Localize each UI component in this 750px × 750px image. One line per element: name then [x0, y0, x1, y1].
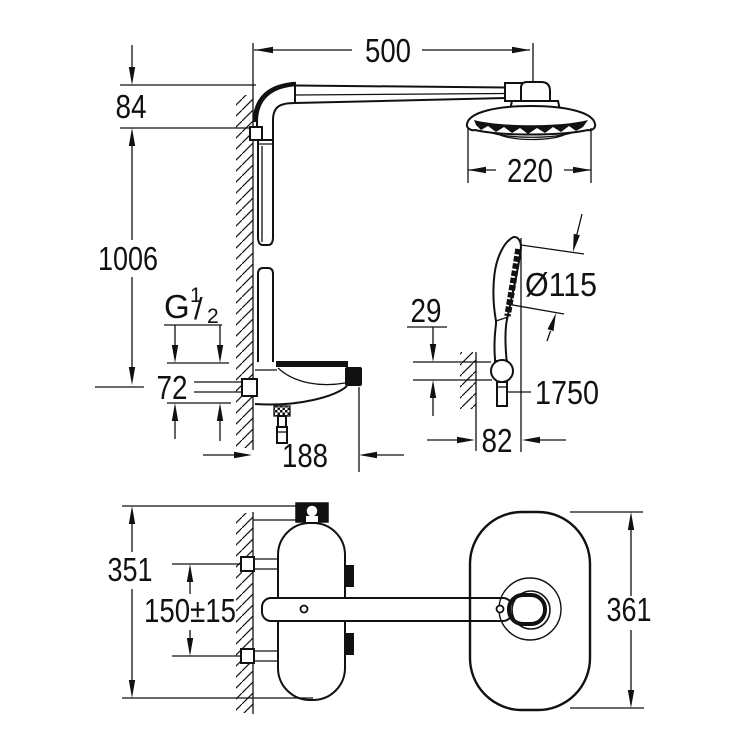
supply-connections: [240, 519, 296, 664]
wall-hatch: [236, 95, 253, 448]
bottom-view: 351 150±15 361: [108, 502, 652, 714]
dim-label-29: 29: [411, 292, 442, 329]
hand-shower-handle: [496, 381, 508, 407]
dim-handshower-diameter-115: Ø115: [506, 213, 597, 342]
bar-screw-left: [299, 604, 309, 614]
knob-tab-bottom: [344, 633, 354, 655]
top-view: 500 84 1006 220 G 1 / 2: [95, 32, 599, 474]
thread-label-sub: 2: [207, 305, 219, 328]
rail-end-cap: [507, 593, 547, 626]
dim-wall-drop-84: 84: [116, 45, 256, 367]
dim-rail-height-1006: 1006: [95, 240, 158, 388]
dim-label-351: 351: [108, 551, 153, 588]
rain-shower-head: [465, 43, 597, 141]
dim-body-height-351: 351: [108, 505, 313, 699]
escutcheon-inner: [511, 590, 551, 630]
dim-hose-length-1750: 1750: [508, 374, 599, 411]
wall-section-bottom: [236, 512, 254, 714]
dim-label-dia115: Ø115: [525, 266, 597, 303]
dim-body-depth-188: 188: [203, 387, 404, 474]
rail-wall-joint: [249, 126, 263, 141]
temperature-knob: [345, 367, 362, 386]
dim-supply-height-72: 72: [157, 362, 231, 441]
bracket-slot: [306, 516, 318, 522]
dim-label-1006: 1006: [98, 240, 158, 277]
dim-holder-depth-82: 82: [427, 422, 566, 459]
hose-outlet: [273, 405, 291, 417]
dim-thread-g-half: G 1 / 2: [164, 284, 224, 363]
dim-label-150: 150±15: [144, 592, 236, 629]
shower-rail: [249, 120, 274, 362]
supply-union: [241, 378, 258, 397]
dim-label-220: 220: [507, 152, 553, 189]
supply-fitting: [194, 378, 258, 397]
arm-end-joint: [504, 82, 523, 102]
shower-arm: [252, 81, 507, 123]
dim-holder-thickness-29: 29: [407, 292, 447, 416]
bracket-screw: [305, 504, 319, 518]
thread-label-slash: /: [194, 291, 203, 326]
dim-plate-height-361: 361: [570, 511, 652, 709]
thread-label-g: G: [164, 288, 190, 325]
knob-tab-top: [344, 565, 354, 587]
mixer-body: [254, 361, 362, 444]
dim-head-diameter-220: 220: [467, 128, 592, 189]
wall-plate: [468, 510, 592, 712]
spray-face: [474, 120, 588, 134]
wall-hatch-bottom: [236, 513, 253, 713]
dim-label-361: 361: [607, 591, 652, 628]
hand-shower-face: [504, 248, 522, 317]
supply-elbow-bottom: [240, 648, 255, 664]
bar-screw-right: [495, 604, 505, 614]
dim-label-500: 500: [365, 32, 411, 69]
dim-arm-length-500: 500: [254, 32, 530, 69]
supply-elbow-top: [240, 556, 255, 572]
outlet-nut: [276, 426, 288, 444]
hand-shower-assembly: [413, 235, 522, 452]
dim-label-188: 188: [282, 437, 328, 474]
hand-shower: [492, 235, 522, 362]
head-elbow: [520, 81, 551, 106]
dim-label-82: 82: [482, 422, 513, 459]
holder-ball: [490, 359, 514, 383]
dim-label-1750: 1750: [535, 374, 599, 411]
dim-label-84: 84: [116, 88, 147, 125]
dim-supply-spacing-150: 150±15: [144, 563, 241, 657]
mixer-top-shelf: [276, 361, 348, 367]
thread-label-sup: 1: [190, 284, 202, 307]
dim-label-72: 72: [157, 369, 188, 406]
outlet-stem: [277, 415, 287, 428]
rail-section-bar: [261, 597, 513, 622]
